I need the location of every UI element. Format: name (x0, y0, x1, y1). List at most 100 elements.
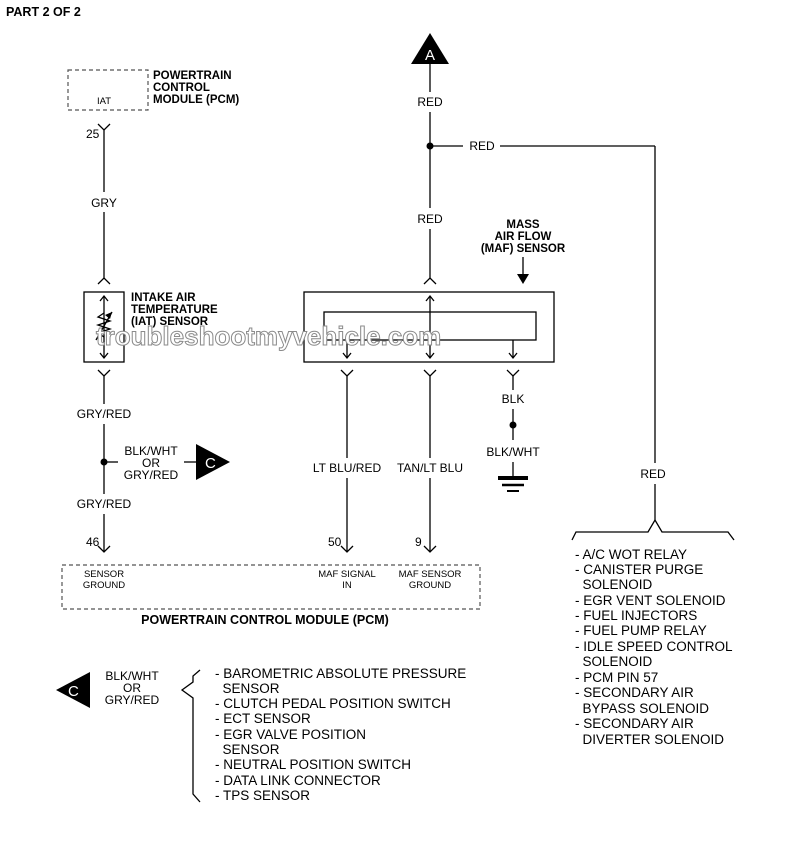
c-legend-item: - CLUTCH PEDAL POSITION SWITCH (215, 696, 451, 711)
maf-internal-arrow-2-up (425, 294, 435, 302)
connector-c-icon (196, 444, 230, 480)
c-legend-item: - ECT SENSOR (215, 711, 311, 726)
c-legend-item: - BAROMETRIC ABSOLUTE PRESSURE (215, 666, 466, 681)
iat-sensor-title-line: (IAT) SENSOR (131, 316, 209, 328)
red-circuit-bracket (571, 518, 735, 541)
connector-a-icon (411, 33, 449, 64)
c-splice-wire-line: OR (142, 456, 160, 470)
iat-sensor-title-line: INTAKE AIR (131, 292, 196, 304)
maf-internal-arrow-1 (342, 352, 352, 360)
red-circuit-item: - EGR VENT SOLENOID (575, 593, 726, 608)
pin-9-label-line: MAF SENSOR (399, 569, 462, 580)
wire-red-label-top: RED (417, 95, 443, 109)
watermark: troubleshootmyvehicle.com (96, 321, 441, 351)
maf-connector-case-ground (506, 369, 520, 377)
maf-internal-arrow-3 (508, 352, 518, 360)
maf-sensor-title-line: AIR FLOW (495, 231, 552, 243)
c-legend-item: SENSOR (215, 681, 280, 696)
wire-lt-blu-red-label: LT BLU/RED (313, 461, 382, 475)
part-label: PART 2 OF 2 (6, 5, 81, 19)
connector-a-letter: A (425, 47, 435, 64)
pin-9-label-line: GROUND (409, 580, 451, 591)
maf-sensor-title: MASS AIR FLOW (MAF) SENSOR (481, 219, 566, 255)
c-splice-wire-label: BLK/WHT OR GRY/RED (124, 444, 179, 482)
connector-c-legend-icon (56, 672, 90, 708)
pin-50-connector (340, 545, 354, 553)
red-circuit-item: - FUEL INJECTORS (575, 608, 697, 623)
pin-46-label-line: GROUND (83, 580, 125, 591)
pcm-bottom-title: POWERTRAIN CONTROL MODULE (PCM) (141, 613, 389, 627)
maf-sensor-box (303, 291, 555, 363)
maf-sensor-title-line: MASS (506, 219, 540, 231)
maf-pointer-arrow-icon (517, 274, 529, 284)
red-circuit-item: - SECONDARY AIR (575, 716, 694, 731)
wire-tan-lt-blu-label: TAN/LT BLU (397, 461, 463, 475)
connector-c-legend-letter: C (68, 683, 79, 700)
wire-blk-wht-label: BLK/WHT (486, 445, 540, 459)
pin-9-label: MAF SENSOR GROUND (399, 569, 462, 591)
pin-46-connector (97, 545, 111, 553)
pcm-iat-pin-label: IAT (97, 96, 111, 107)
iat-connector-top (97, 277, 111, 285)
pin-9-number: 9 (415, 535, 422, 549)
pin-50-label-line: IN (342, 580, 352, 591)
wire-red-label-maf: RED (417, 212, 443, 226)
red-circuit-item: - IDLE SPEED CONTROL (575, 639, 733, 654)
red-circuit-item: SOLENOID (575, 654, 653, 669)
iat-connector-bottom (97, 369, 111, 377)
pcm-iat-box (67, 69, 149, 111)
pcm-top-title: POWERTRAIN CONTROL MODULE (PCM) (153, 70, 239, 106)
c-legend-wire-line: GRY/RED (105, 693, 160, 707)
pcm-top-title-line: CONTROL (153, 82, 210, 94)
c-legend-wire-line: BLK/WHT (105, 669, 159, 683)
c-legend-wire-label: BLK/WHT OR GRY/RED (105, 669, 160, 707)
maf-connector-signal (340, 369, 354, 377)
pin-50-number: 50 (328, 535, 342, 549)
pin-9-connector (423, 545, 437, 553)
pin-46-label: SENSOR GROUND (83, 569, 125, 591)
iat-internal-arrow-down (99, 352, 109, 360)
iat-sensor-title: INTAKE AIR TEMPERATURE (IAT) SENSOR (131, 292, 218, 328)
c-splice-wire-line: BLK/WHT (124, 444, 178, 458)
ground-icon (498, 476, 528, 492)
c-legend-item: - TPS SENSOR (215, 788, 310, 803)
pin-46-label-line: SENSOR (84, 569, 124, 580)
wire-blk-label: BLK (502, 392, 525, 406)
c-splice-wire-line: GRY/RED (124, 468, 179, 482)
iat-internal-arrow-up (99, 294, 109, 302)
c-legend-item: - EGR VALVE POSITION (215, 727, 366, 742)
red-circuit-item: - SECONDARY AIR (575, 685, 694, 700)
red-circuit-item: - PCM PIN 57 (575, 670, 658, 685)
red-circuit-item: SOLENOID (575, 577, 653, 592)
red-circuit-item: - FUEL PUMP RELAY (575, 623, 707, 638)
splice-blk-junction (509, 421, 517, 429)
c-legend-wire-line: OR (123, 681, 141, 695)
wire-gry-red-label-bottom: GRY/RED (77, 497, 132, 511)
pin-50-label-line: MAF SIGNAL (318, 569, 376, 580)
iat-sensor-box (83, 291, 125, 363)
c-legend-item: SENSOR (215, 742, 280, 757)
red-circuit-item: DIVERTER SOLENOID (575, 732, 724, 747)
thermistor-icon (95, 312, 113, 338)
pin-25-connector (97, 123, 111, 131)
maf-connector-ground (423, 369, 437, 377)
red-circuit-item: BYPASS SOLENOID (575, 701, 709, 716)
pcm-top-title-line: MODULE (PCM) (153, 94, 239, 106)
maf-sensor-title-line: (MAF) SENSOR (481, 243, 566, 255)
wire-gry-red-label-top: GRY/RED (77, 407, 132, 421)
c-legend-bracket (180, 669, 201, 803)
c-legend-item: - DATA LINK CONNECTOR (215, 773, 381, 788)
red-circuit-item: - CANISTER PURGE (575, 562, 703, 577)
iat-sensor-title-line: TEMPERATURE (131, 304, 218, 316)
thermistor-arrow-head-icon (105, 312, 112, 319)
wire-red-label-right: RED (640, 467, 666, 481)
maf-internal-arrow-2-down (425, 352, 435, 360)
c-legend-list: - BAROMETRIC ABSOLUTE PRESSURE SENSOR - … (215, 666, 466, 803)
pin-46-number: 46 (86, 535, 100, 549)
pin-25-number: 25 (86, 127, 100, 141)
c-legend-item: - NEUTRAL POSITION SWITCH (215, 757, 411, 772)
red-circuit-list: - A/C WOT RELAY - CANISTER PURGE SOLENOI… (575, 547, 733, 747)
pin-50-label: MAF SIGNAL IN (318, 569, 376, 591)
connector-c-letter: C (205, 455, 216, 472)
